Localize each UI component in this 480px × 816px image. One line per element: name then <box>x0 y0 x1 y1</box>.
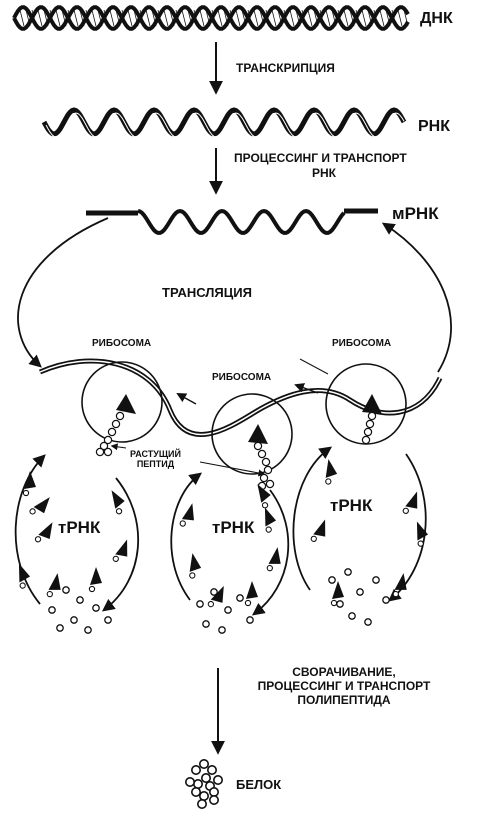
growing-peptide-line1: РАСТУЩИЙ <box>130 449 181 459</box>
dna-double-helix <box>12 5 410 31</box>
growing-peptide-line2: ПЕПТИД <box>136 459 175 470</box>
folding-label: СВОРАЧИВАНИЕ, ПРОЦЕССИНГ И ТРАНСПОРТ ПОЛ… <box>224 665 464 707</box>
dna-label: ДНК <box>420 10 453 27</box>
translation-label: ТРАНСЛЯЦИЯ <box>162 285 252 300</box>
folding-label-line1: СВОРАЧИВАНИЕ, <box>292 665 396 679</box>
trna-in-ribosome-left <box>116 394 136 414</box>
ribosome-right-label: РИБОСОМА <box>332 338 392 349</box>
trna-in-ribosome-middle <box>248 424 268 444</box>
protein-label: БЕЛОК <box>236 777 282 792</box>
transcription-label: ТРАНСКРИПЦИЯ <box>236 61 335 75</box>
ribosome-left-label: РИБОСОМА <box>92 338 152 349</box>
folding-label-line3: ПОЛИПЕПТИДА <box>297 692 391 707</box>
free-trna-molecules <box>18 459 429 608</box>
ribosome-label-pointer <box>299 358 329 375</box>
mrna-label: мРНК <box>392 204 439 223</box>
peptide-pointer-right <box>199 461 266 477</box>
folded-protein <box>185 758 224 809</box>
rna-strand <box>41 107 407 138</box>
ribosome-middle <box>211 393 293 475</box>
trna-left-label: тРНК <box>58 518 101 537</box>
growing-peptide-chains <box>95 411 377 491</box>
trna-middle-label: тРНК <box>212 518 255 537</box>
rna-label: РНК <box>418 118 450 135</box>
growing-peptide-label: РАСТУЩИЙ ПЕПТИД <box>130 449 181 470</box>
mrna-strand <box>86 208 378 235</box>
ribosome-move-arrow-2 <box>294 383 319 394</box>
processing-label-line1: ПРОЦЕССИНГ И ТРАНСПОРТ <box>234 151 407 165</box>
peptide-pointer-left <box>110 443 127 451</box>
translation-loop-right-arrow <box>381 222 452 373</box>
trna-right-label: тРНК <box>330 496 373 515</box>
ribosome-middle-label: РИБОСОМА <box>212 372 272 383</box>
trna-in-ribosome-right <box>362 394 382 414</box>
processing-label-line2: РНК <box>312 166 336 180</box>
translation-loop-left-arrow <box>17 217 109 368</box>
ribosome-left <box>81 361 163 443</box>
folding-label-line2: ПРОЦЕССИНГ И ТРАНСПОРТ <box>257 678 431 693</box>
free-amino-acids <box>48 568 390 634</box>
ribosome-move-arrow-1 <box>176 393 197 405</box>
